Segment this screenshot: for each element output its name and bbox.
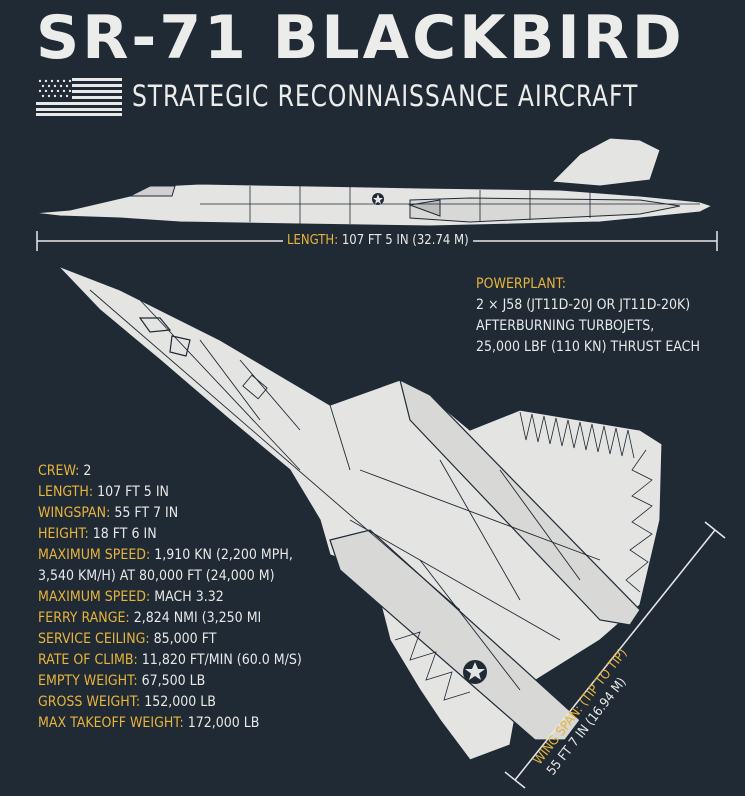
spec-row: MAXIMUM SPEED: 1,910 KN (2,200 MPH, bbox=[38, 545, 302, 566]
spec-row: LENGTH: 107 FT 5 IN bbox=[38, 482, 302, 503]
powerplant-line: 2 × J58 (JT11D-20J OR JT11D-20K) bbox=[476, 297, 691, 313]
spec-row: SERVICE CEILING: 85,000 FT bbox=[38, 629, 302, 650]
spec-value: 2 bbox=[83, 463, 92, 479]
length-dimension-value: 107 FT 5 IN (32.74 M) bbox=[341, 233, 469, 248]
spec-row: RATE OF CLIMB: 11,820 FT/MIN (60.0 M/S) bbox=[38, 650, 302, 671]
powerplant-line: 25,000 LBF (110 KN) THRUST EACH bbox=[476, 339, 700, 355]
spec-value: 2,824 NMI (3,250 MI bbox=[133, 610, 262, 626]
spec-row: CREW: 2 bbox=[38, 461, 302, 482]
spec-label: WINGSPAN: bbox=[38, 505, 111, 521]
top-roundel-icon bbox=[463, 660, 487, 684]
spec-value: 67,500 LB bbox=[141, 673, 206, 689]
spec-value: 18 FT 6 IN bbox=[92, 526, 157, 542]
side-profile-illustration bbox=[33, 137, 714, 227]
us-flag-icon bbox=[36, 78, 122, 116]
spec-row: GROSS WEIGHT: 152,000 LB bbox=[38, 692, 302, 713]
spec-value: MACH 3.32 bbox=[154, 589, 224, 605]
spec-label: CREW: bbox=[38, 463, 80, 479]
spec-label: MAXIMUM SPEED: bbox=[38, 547, 151, 563]
spec-label: LENGTH: bbox=[38, 484, 94, 500]
powerplant-block: POWERPLANT: 2 × J58 (JT11D-20J OR JT11D-… bbox=[476, 274, 700, 358]
spec-value: 11,820 FT/MIN (60.0 M/S) bbox=[141, 652, 302, 668]
spec-label: HEIGHT: bbox=[38, 526, 89, 542]
spec-label: RATE OF CLIMB: bbox=[38, 652, 138, 668]
spec-label: SERVICE CEILING: bbox=[38, 631, 150, 647]
powerplant-line: AFTERBURNING TURBOJETS, bbox=[476, 318, 655, 334]
spec-list: CREW: 2 LENGTH: 107 FT 5 IN WINGSPAN: 55… bbox=[38, 461, 302, 734]
spec-label: GROSS WEIGHT: bbox=[38, 694, 141, 710]
powerplant-label: POWERPLANT: bbox=[476, 276, 567, 292]
spec-label: MAXIMUM SPEED: bbox=[38, 589, 151, 605]
spec-value: 55 FT 7 IN bbox=[114, 505, 179, 521]
spec-value: 107 FT 5 IN bbox=[97, 484, 169, 500]
spec-row: FERRY RANGE: 2,824 NMI (3,250 MI bbox=[38, 608, 302, 629]
spec-row: MAX TAKEOFF WEIGHT: 172,000 LB bbox=[38, 713, 302, 734]
spec-value: 3,540 KM/H) AT 80,000 FT (24,000 M) bbox=[38, 568, 275, 584]
spec-value: 172,000 LB bbox=[187, 715, 260, 731]
side-roundel-icon bbox=[372, 193, 384, 205]
length-dimension-key: LENGTH: bbox=[287, 233, 339, 248]
spec-label: MAX TAKEOFF WEIGHT: bbox=[38, 715, 184, 731]
spec-label: FERRY RANGE: bbox=[38, 610, 130, 626]
spec-row: EMPTY WEIGHT: 67,500 LB bbox=[38, 671, 302, 692]
spec-row: 3,540 KM/H) AT 80,000 FT (24,000 M) bbox=[38, 566, 302, 587]
spec-label: EMPTY WEIGHT: bbox=[38, 673, 138, 689]
spec-value: 152,000 LB bbox=[144, 694, 216, 710]
page-title: SR-71 BLACKBIRD bbox=[36, 3, 685, 73]
spec-row: MAXIMUM SPEED: MACH 3.32 bbox=[38, 587, 302, 608]
spec-row: WINGSPAN: 55 FT 7 IN bbox=[38, 503, 302, 524]
page-subtitle: STRATEGIC RECONNAISSANCE AIRCRAFT bbox=[132, 79, 639, 113]
length-dimension-label: LENGTH: 107 FT 5 IN (32.74 M) bbox=[283, 232, 473, 250]
spec-value: 1,910 KN (2,200 MPH, bbox=[154, 547, 293, 563]
spec-row: HEIGHT: 18 FT 6 IN bbox=[38, 524, 302, 545]
spec-value: 85,000 FT bbox=[153, 631, 217, 647]
